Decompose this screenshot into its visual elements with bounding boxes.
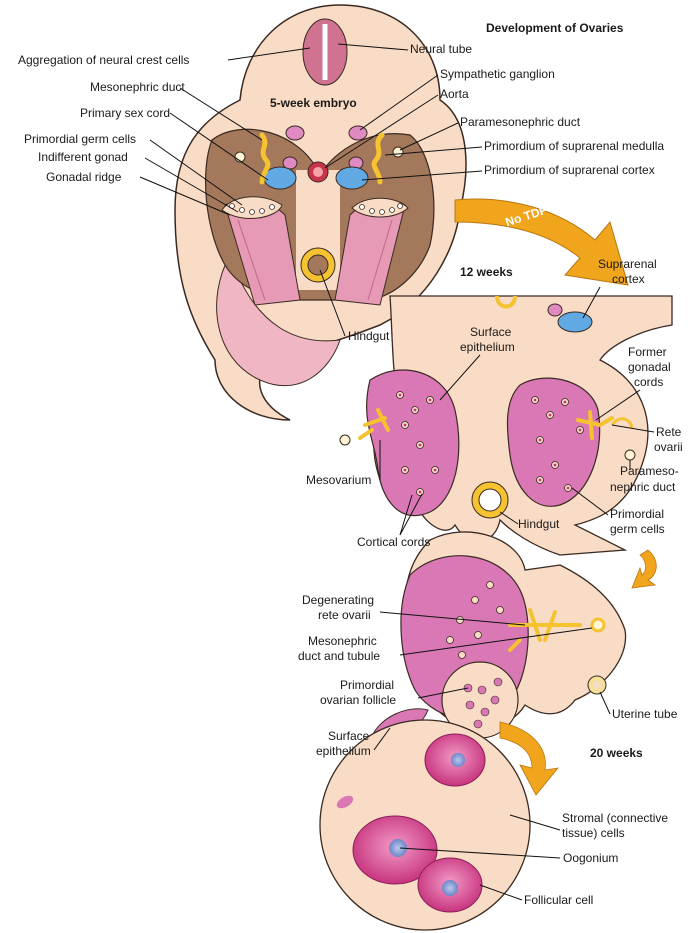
label-hindgut-5wk: Hindgut <box>348 329 390 343</box>
label-follicular-cell: Follicular cell <box>524 893 593 907</box>
label-mesovarium: Mesovarium <box>306 473 371 487</box>
label-cortical-cords: Cortical cords <box>357 535 430 549</box>
label-uterine-tube: Uterine tube <box>612 707 678 721</box>
label-surface-epithelium-line2: epithelium <box>460 340 515 354</box>
label-stromal-line2: tissue) cells <box>562 826 625 840</box>
label-primordial-germ-line2: germ cells <box>610 522 665 536</box>
label-stromal-line1: Stromal (connective <box>562 811 668 825</box>
label-suprarenal-cortex-primordium: Primordium of suprarenal cortex <box>484 163 655 177</box>
label-mesonephric-duct: Mesonephric duct <box>90 80 185 94</box>
label-paramesonephric-duct: Paramesonephric duct <box>460 115 581 129</box>
label-mesonephric-tubule-line1: Mesonephric <box>308 634 377 648</box>
label-suprarenal-medulla: Primordium of suprarenal medulla <box>484 139 664 153</box>
label-former-gonadal-line1: Former <box>628 345 667 359</box>
label-indifferent-gonad: Indifferent gonad <box>38 150 128 164</box>
label-primordial-ovarian-line2: ovarian follicle <box>320 693 396 707</box>
label-neural-tube: Neural tube <box>410 42 472 56</box>
suprarenal-cortex-12wk <box>558 312 592 332</box>
label-degenerating-rete-line2: rete ovarii <box>318 608 371 622</box>
stage-label-20-weeks: 20 weeks <box>590 746 643 760</box>
suprarenal-cortex-left <box>264 167 296 189</box>
label-rete-ovarii-line1: Rete <box>656 425 682 439</box>
label-parameso-line1: Parameso- <box>620 464 679 478</box>
label-primordial-germ-line1: Primordial <box>610 507 664 521</box>
label-mesonephric-tubule-line2: duct and tubule <box>298 649 380 663</box>
label-primary-sex-cord: Primary sex cord <box>80 106 170 120</box>
label-hindgut-12wk: Hindgut <box>518 517 560 531</box>
stage-label-12-weeks: 12 weeks <box>460 265 513 279</box>
twenty-week-section <box>370 532 626 740</box>
label-aorta: Aorta <box>440 87 469 101</box>
label-surface-epi-20-line1: Surface <box>328 729 370 743</box>
label-surface-epi-20-line2: epithelium <box>316 744 371 758</box>
suprarenal-cortex-right <box>336 167 368 189</box>
label-neural-crest: Aggregation of neural crest cells <box>18 53 189 67</box>
label-rete-ovarii-line2: ovarii <box>654 440 683 454</box>
paramesonephric-duct-12wk-left <box>340 435 350 445</box>
label-surface-epithelium-line1: Surface <box>470 325 512 339</box>
label-primordial-germ-cells: Primordial germ cells <box>24 132 136 146</box>
paramesonephric-duct-right <box>393 147 403 157</box>
label-gonadal-ridge: Gonadal ridge <box>46 170 122 184</box>
progression-arrow-small <box>632 550 656 588</box>
label-parameso-line2: nephric duct <box>610 480 676 494</box>
label-suprarenal-cortex-line1: Suprarenal <box>598 257 657 271</box>
sympathetic-ganglion-right <box>349 126 367 140</box>
label-primordial-ovarian-line1: Primordial <box>340 678 394 692</box>
label-oogonium: Oogonium <box>563 851 618 865</box>
diagram-title: Development of Ovaries <box>486 21 624 35</box>
sympathetic-ganglion-left <box>286 126 304 140</box>
paramesonephric-duct-12wk-right <box>625 450 635 460</box>
label-suprarenal-cortex-line2: cortex <box>612 272 645 286</box>
label-sympathetic-ganglion: Sympathetic ganglion <box>440 67 555 81</box>
label-degenerating-rete-line1: Degenerating <box>302 593 374 607</box>
stage-label-5-week: 5-week embryo <box>270 96 357 110</box>
label-former-gonadal-line2: gonadal <box>628 360 671 374</box>
label-former-gonadal-line3: cords <box>634 375 663 389</box>
